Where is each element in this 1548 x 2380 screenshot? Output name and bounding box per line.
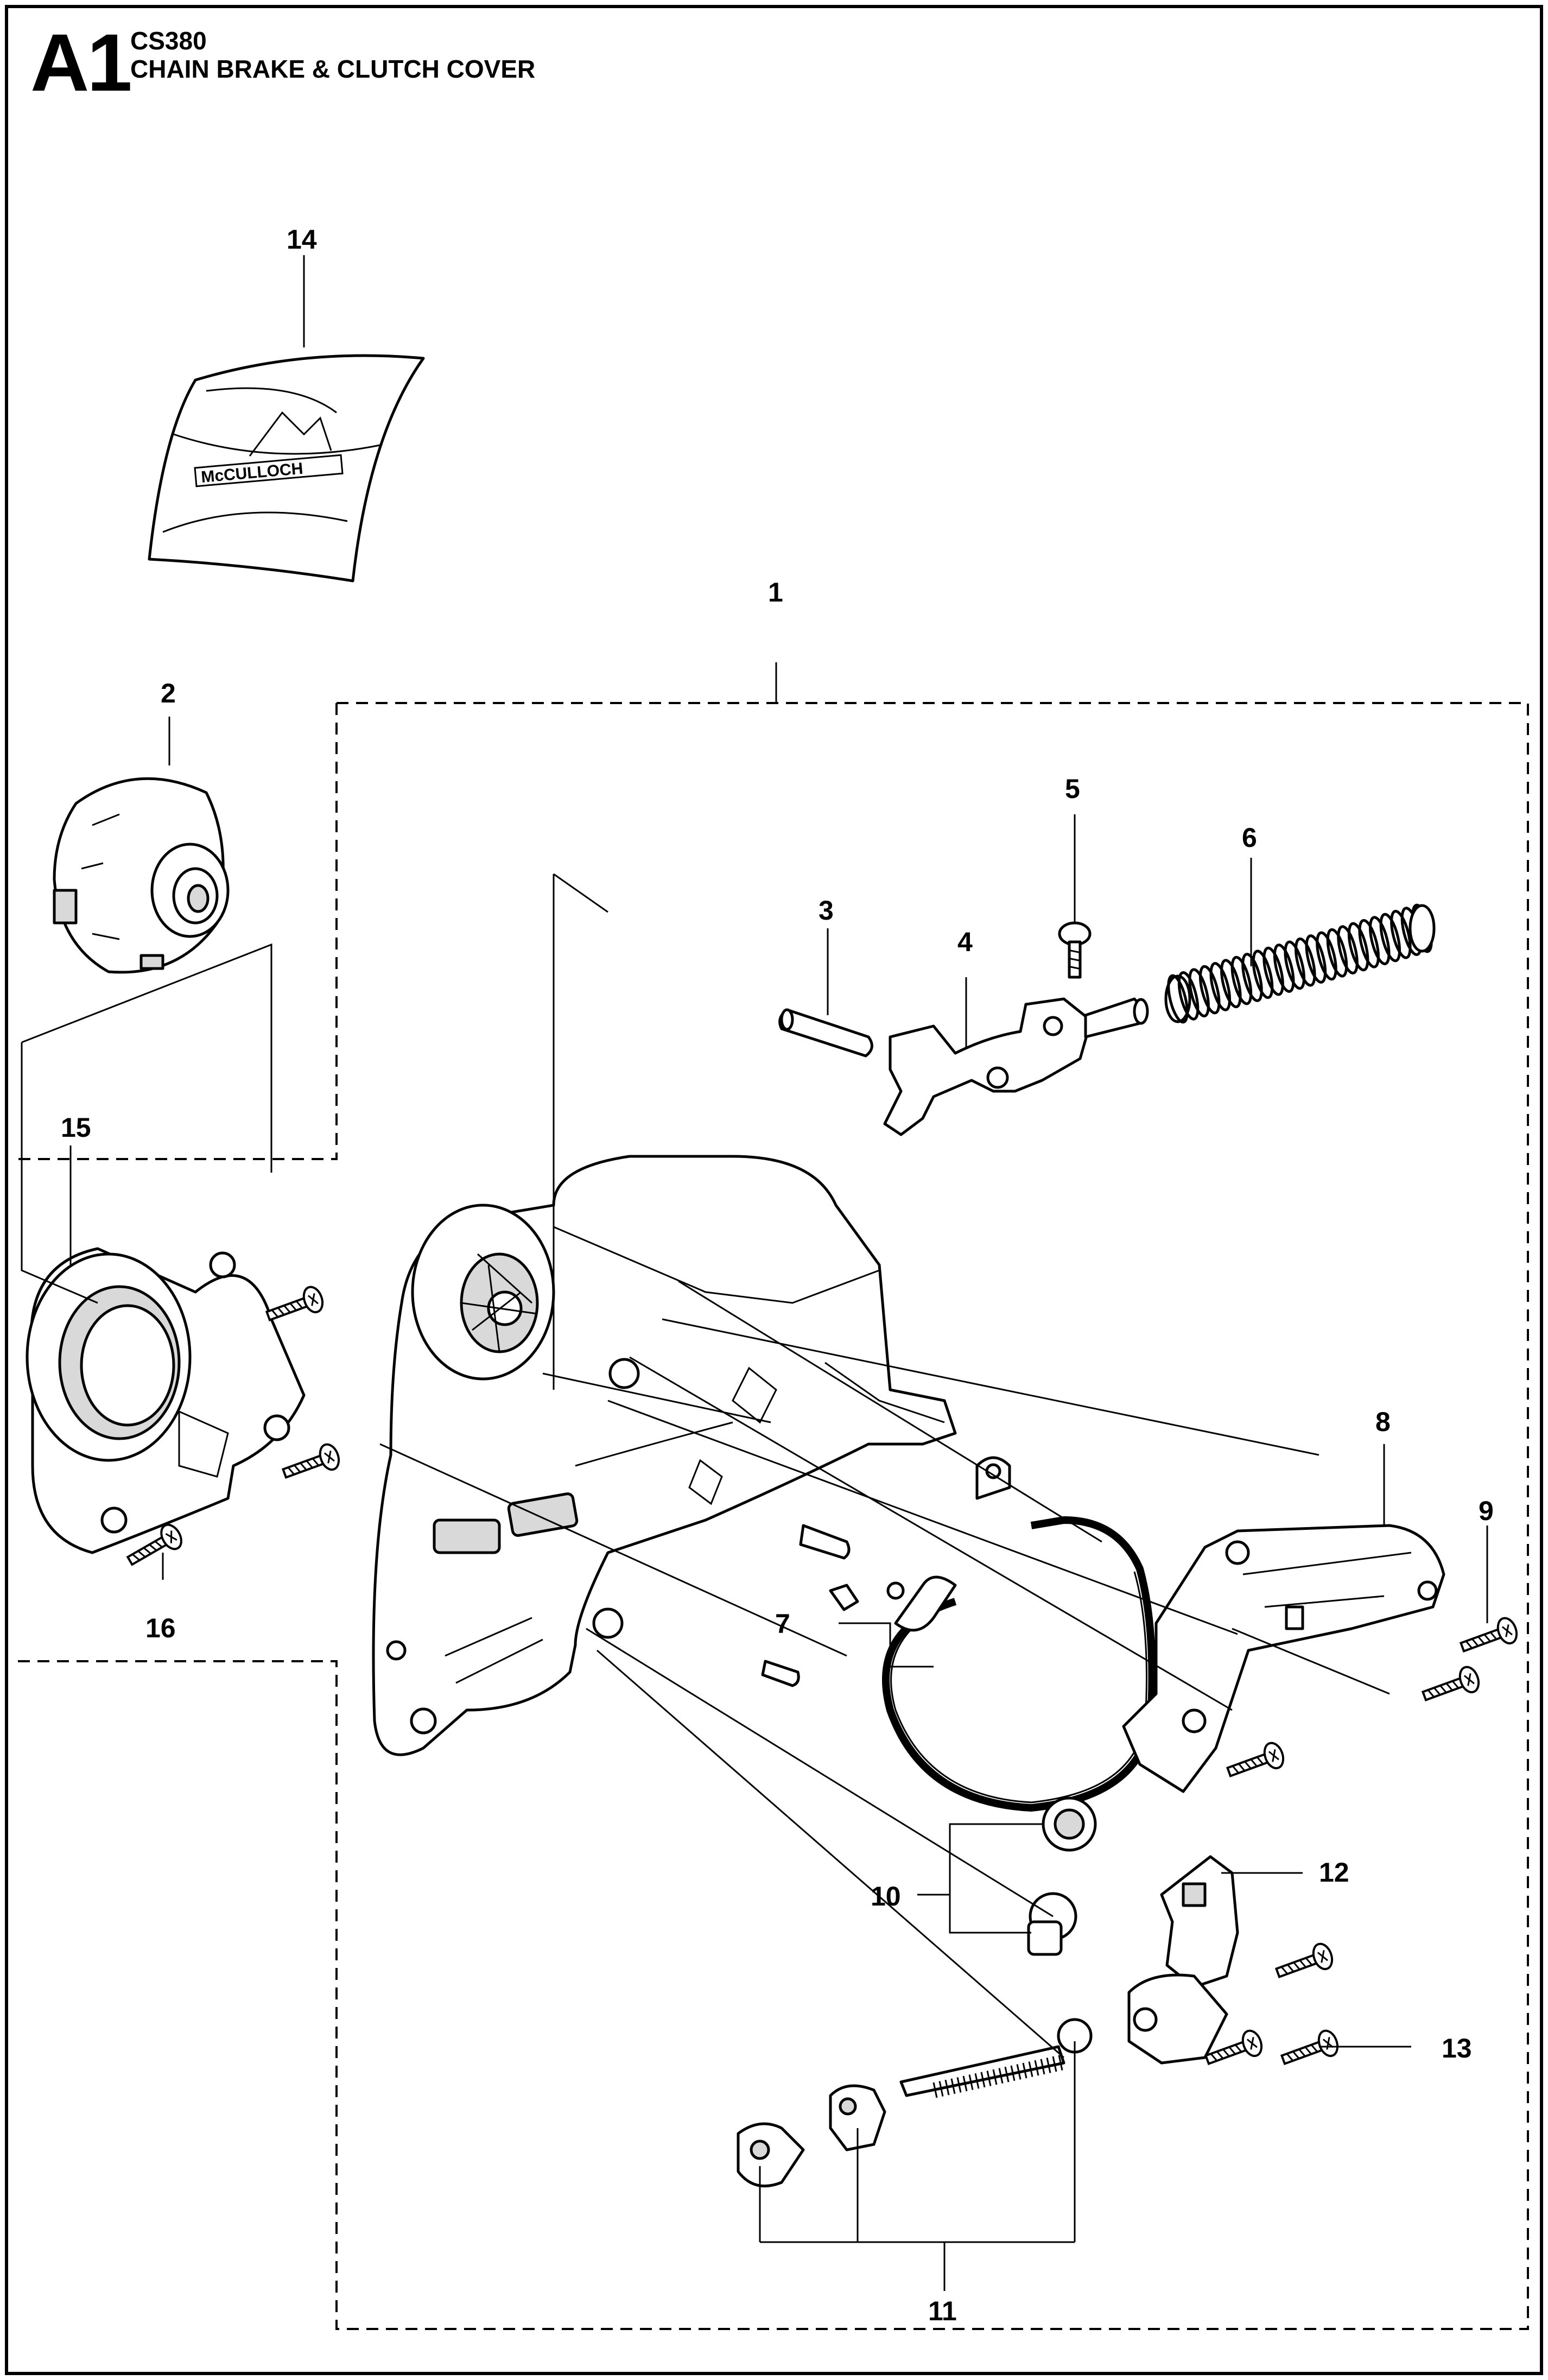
decal-icon: McCULLOCH [148,354,425,583]
brake-housing-icon [372,1155,957,1756]
clutch-cover-icon [26,1247,306,1554]
callout-1: 1 [768,577,783,607]
page-code: A1 [30,17,132,108]
screw-icon [1274,1942,1334,1979]
brake-band-icon [882,1456,1156,1812]
page-title: CHAIN BRAKE & CLUTCH COVER [130,55,536,83]
assembly-boundary [11,702,1529,2330]
pin-icon [778,1008,873,1058]
pin-icon [761,1524,859,1687]
callout-13: 13 [1442,2033,1472,2063]
callout-labels: 14 1 2 5 6 3 4 15 8 9 7 16 12 10 13 11 [61,224,1494,2326]
brake-lever-icon [883,997,1149,1136]
callout-2: 2 [161,678,176,708]
screw-icon [1280,2029,1339,2066]
callout-8: 8 [1375,1407,1391,1437]
callout-10: 10 [871,1881,901,1911]
screw-icon [1204,2029,1263,2066]
screw-icon [1421,1666,1480,1702]
callout-14: 14 [287,224,317,255]
callout-5: 5 [1065,774,1080,804]
screw-icon [1459,1617,1518,1653]
callout-7: 7 [775,1609,790,1639]
clutch-drum-icon [53,777,230,974]
screw-icon [281,1443,340,1479]
callout-4: 4 [957,927,973,957]
chain-tensioner-icon [1127,1855,1239,2065]
callout-16: 16 [145,1613,176,1643]
screw-icon [1058,921,1092,979]
adjuster-screw-icon [899,2045,1065,2098]
brake-bracket-icon [1122,1524,1445,1793]
page-frame [5,5,1543,2375]
screw-icon [126,1523,182,1566]
adjuster-block-icon [737,2084,886,2188]
callout-9: 9 [1479,1496,1494,1526]
callout-6: 6 [1242,822,1257,853]
callout-3: 3 [819,895,834,926]
gear-icon [1027,1796,1097,2054]
screw-icon [1226,1742,1285,1778]
spring-icon [1164,903,1436,1024]
screw-icon [265,1286,324,1322]
callout-15: 15 [61,1112,91,1143]
model-number: CS380 [130,27,207,55]
leader-lines [21,255,1488,2291]
callout-11: 11 [928,2296,957,2326]
screw-group [126,1286,1518,2066]
callout-12: 12 [1319,1857,1349,1888]
